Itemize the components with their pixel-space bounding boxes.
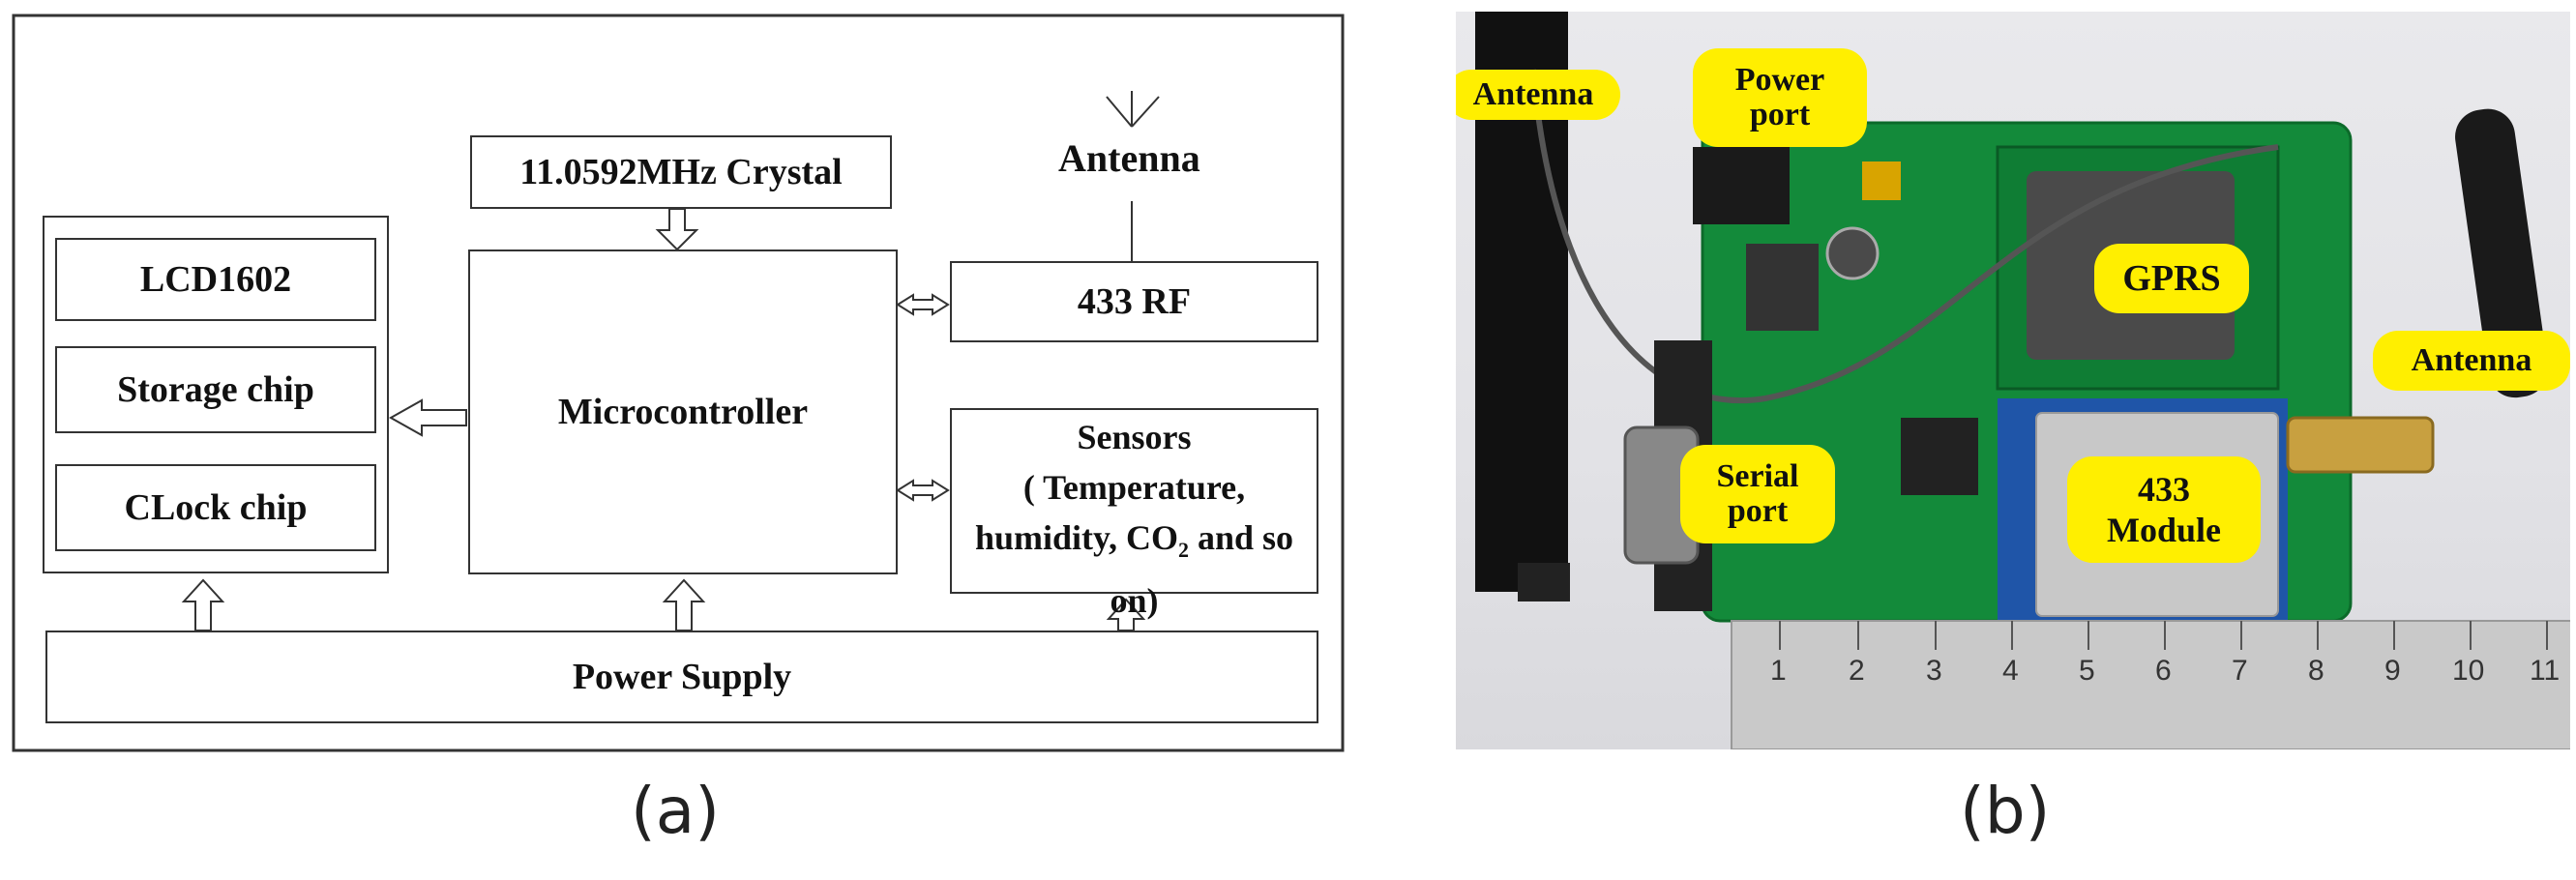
ruler-number: 2 <box>1849 655 1865 687</box>
crystal-to-mcu-arrow <box>655 208 699 251</box>
rf-block: 433 RF <box>950 261 1318 342</box>
ruler-number: 5 <box>2079 655 2095 687</box>
mcu-to-display-arrow <box>388 398 467 437</box>
serial-port-label: Serial port <box>1680 445 1835 543</box>
capacitor <box>1825 226 1880 280</box>
power-to-mcu-arrow <box>662 578 706 631</box>
co2-subscript: 2 <box>1178 538 1189 563</box>
sensors-line-2: ( Temperature, <box>1022 468 1246 507</box>
antenna-left-text: Antenna <box>1472 76 1594 112</box>
power-supply-label: Power Supply <box>572 657 792 697</box>
antenna-label: Antenna <box>1058 136 1200 180</box>
sensors-line-3-a: humidity, CO <box>974 518 1178 557</box>
ruler-number: 10 <box>2452 655 2485 687</box>
sensors-title: Sensors <box>1077 418 1192 456</box>
storage-chip-block: Storage chip <box>55 346 376 433</box>
serial-port-text-1: Serial <box>1716 458 1799 494</box>
caption-a: (a) <box>631 774 720 848</box>
antenna-left-label: Antenna <box>1456 70 1620 120</box>
sma-connector <box>2286 416 2435 474</box>
antenna-symbol-right <box>1131 96 1160 128</box>
power-supply-block: Power Supply <box>45 631 1318 723</box>
ruler-number: 9 <box>2384 655 2401 687</box>
sensors-line-4: on) <box>1110 581 1159 621</box>
crystal-block: 11.0592MHz Crystal <box>470 135 892 209</box>
right-antenna-body <box>2455 108 2548 398</box>
device-photo: 1 2 3 4 5 6 7 8 9 10 11 Antenna Power po… <box>1456 12 2570 749</box>
interface-ic <box>1901 418 1978 495</box>
rf-label: 433 RF <box>1077 281 1192 322</box>
gprs-label: GPRS <box>2094 244 2249 313</box>
ruler-number: 4 <box>2002 655 2019 687</box>
rf-module-label: 433 Module <box>2067 456 2261 563</box>
microcontroller-label: Microcontroller <box>557 392 809 432</box>
power-port-text-1: Power <box>1734 62 1825 98</box>
antenna-cable <box>1530 69 2279 404</box>
sensors-line-3-b: and so <box>1189 518 1294 557</box>
power-to-display-arrow <box>181 578 225 631</box>
mcu-sensors-double-arrow <box>896 479 950 502</box>
mcu-rf-double-arrow <box>896 293 950 316</box>
ruler-number: 7 <box>2232 655 2248 687</box>
ruler-number: 3 <box>1926 655 1942 687</box>
regulator-chip <box>1746 244 1819 331</box>
power-jack <box>1693 147 1790 224</box>
ruler-numbers: 1 2 3 4 5 6 7 8 9 10 11 <box>1456 655 2570 693</box>
clock-chip-block: CLock chip <box>55 464 376 551</box>
power-port-label: Power port <box>1693 48 1867 147</box>
ruler-number: 6 <box>2155 655 2172 687</box>
ruler-number: 1 <box>1770 655 1787 687</box>
ruler-number: 11 <box>2530 655 2561 687</box>
ruler-ticks <box>1779 621 2548 650</box>
serial-port-text-2: port <box>1727 493 1789 529</box>
antenna-symbol-left <box>1106 96 1133 128</box>
left-antenna-tip <box>1518 563 1570 601</box>
lcd-block: LCD1602 <box>55 238 376 321</box>
sensors-line-3: humidity, CO2 and so <box>975 513 1293 575</box>
antenna-right-label: Antenna <box>2373 331 2570 391</box>
antenna-right-text: Antenna <box>2411 342 2532 378</box>
display-group-frame <box>43 216 389 573</box>
sensors-block: Sensors ( Temperature, humidity, CO2 and… <box>950 408 1318 620</box>
rf-module-text-1: 433 <box>2138 470 2190 509</box>
diagram-outer-frame <box>12 14 1345 752</box>
lcd-label: LCD1602 <box>139 259 292 300</box>
ruler-number: 8 <box>2308 655 2324 687</box>
rf-module-text-2: Module <box>2106 511 2221 549</box>
power-to-sensors-arrow <box>1106 598 1146 631</box>
microcontroller-block: Microcontroller <box>468 249 898 574</box>
power-port-text-2: port <box>1749 97 1811 132</box>
gprs-text: GPRS <box>2122 258 2221 299</box>
clock-chip-label: CLock chip <box>124 487 308 528</box>
crystal-label: 11.0592MHz Crystal <box>519 152 843 192</box>
storage-chip-label: Storage chip <box>117 369 314 410</box>
tantalum-cap <box>1862 161 1901 200</box>
caption-b: (b) <box>1960 774 2051 848</box>
ruler <box>1731 620 2570 749</box>
